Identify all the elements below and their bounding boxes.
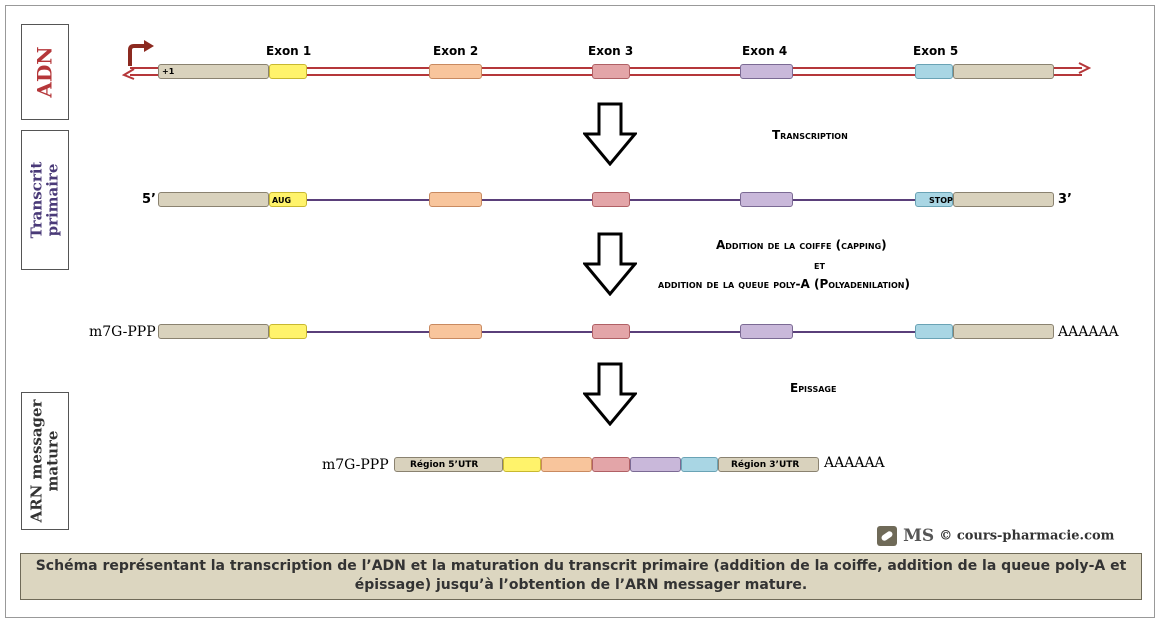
caption-box: Schéma représentant la transcription de … xyxy=(20,553,1142,600)
transcription-start-arrow-icon xyxy=(128,40,154,66)
watermark: MS © cours-pharmacie.com xyxy=(876,525,1114,547)
side-label-transcrit: Transcrit primaire xyxy=(21,130,69,270)
capped-exon3 xyxy=(592,324,630,339)
caption-text: Schéma représentant la transcription de … xyxy=(35,558,1127,593)
primary-utr3 xyxy=(953,192,1054,207)
mature-exon1 xyxy=(503,457,541,472)
down-arrow-icon xyxy=(583,232,637,296)
dna-exon5 xyxy=(915,64,953,79)
dna-exon1 xyxy=(269,64,307,79)
utr3-label: Région 3’UTR xyxy=(731,460,800,470)
arn-label: ARN messager mature xyxy=(27,399,61,523)
primary-exon4 xyxy=(740,192,793,207)
stop-label: STOP xyxy=(929,196,953,205)
step-transcription: Transcription xyxy=(772,128,848,142)
three-prime-label: 3’ xyxy=(1058,192,1072,207)
mature-cap-label: m7G-PPP xyxy=(322,457,389,473)
mature-utr3 xyxy=(718,457,819,472)
step-capping-line1: Addition de la coiffe (capping) xyxy=(716,238,887,252)
mature-utr5 xyxy=(394,457,503,472)
dna-utr5 xyxy=(158,64,269,79)
utr5-label: Région 5’UTR xyxy=(410,460,479,470)
adn-label: ADN xyxy=(32,46,57,98)
capped-exon1 xyxy=(269,324,307,339)
capped-utr3 xyxy=(953,324,1054,339)
capped-utr5 xyxy=(158,324,269,339)
five-prime-label: 5’ xyxy=(142,192,156,207)
dna-arrow-right-icon xyxy=(1078,62,1091,74)
polya-label: AAAAAA xyxy=(1058,324,1119,340)
exon2-label: Exon 2 xyxy=(433,44,479,58)
mature-exon2 xyxy=(541,457,592,472)
step-capping-line2: et xyxy=(814,258,825,272)
side-label-arn: ARN messager mature xyxy=(21,392,69,530)
down-arrow-icon xyxy=(583,362,637,426)
exon4-label: Exon 4 xyxy=(742,44,788,58)
exon3-label: Exon 3 xyxy=(588,44,634,58)
mature-exon4 xyxy=(630,457,681,472)
primary-exon5 xyxy=(915,192,953,207)
step-splicing: Epissage xyxy=(790,381,837,395)
dna-arrow-left-icon xyxy=(122,68,135,80)
pharmacy-logo-icon xyxy=(877,526,897,546)
dna-exon4 xyxy=(740,64,793,79)
primary-exon1 xyxy=(269,192,307,207)
logo-text: MS xyxy=(903,526,935,546)
watermark-text: © cours-pharmacie.com xyxy=(939,528,1115,544)
mature-exon3 xyxy=(592,457,630,472)
down-arrow-icon xyxy=(583,102,637,166)
start-mark: +1 xyxy=(162,67,175,76)
step-capping-line3: addition de la queue poly-A (Polyadenila… xyxy=(658,277,910,291)
primary-exon2 xyxy=(429,192,482,207)
primary-exon3 xyxy=(592,192,630,207)
diagram-frame xyxy=(5,5,1155,618)
primary-utr5 xyxy=(158,192,269,207)
dna-exon2 xyxy=(429,64,482,79)
dna-exon3 xyxy=(592,64,630,79)
transcrit-label: Transcrit primaire xyxy=(27,161,61,239)
aug-label: AUG xyxy=(272,196,292,205)
capped-exon4 xyxy=(740,324,793,339)
capped-exon2 xyxy=(429,324,482,339)
cap-label: m7G-PPP xyxy=(89,324,156,340)
mature-polya-label: AAAAAA xyxy=(824,455,885,471)
exon1-label: Exon 1 xyxy=(266,44,312,58)
side-label-adn: ADN xyxy=(21,24,69,120)
exon5-label: Exon 5 xyxy=(913,44,959,58)
capped-exon5 xyxy=(915,324,953,339)
dna-utr3 xyxy=(953,64,1054,79)
mature-exon5 xyxy=(681,457,718,472)
